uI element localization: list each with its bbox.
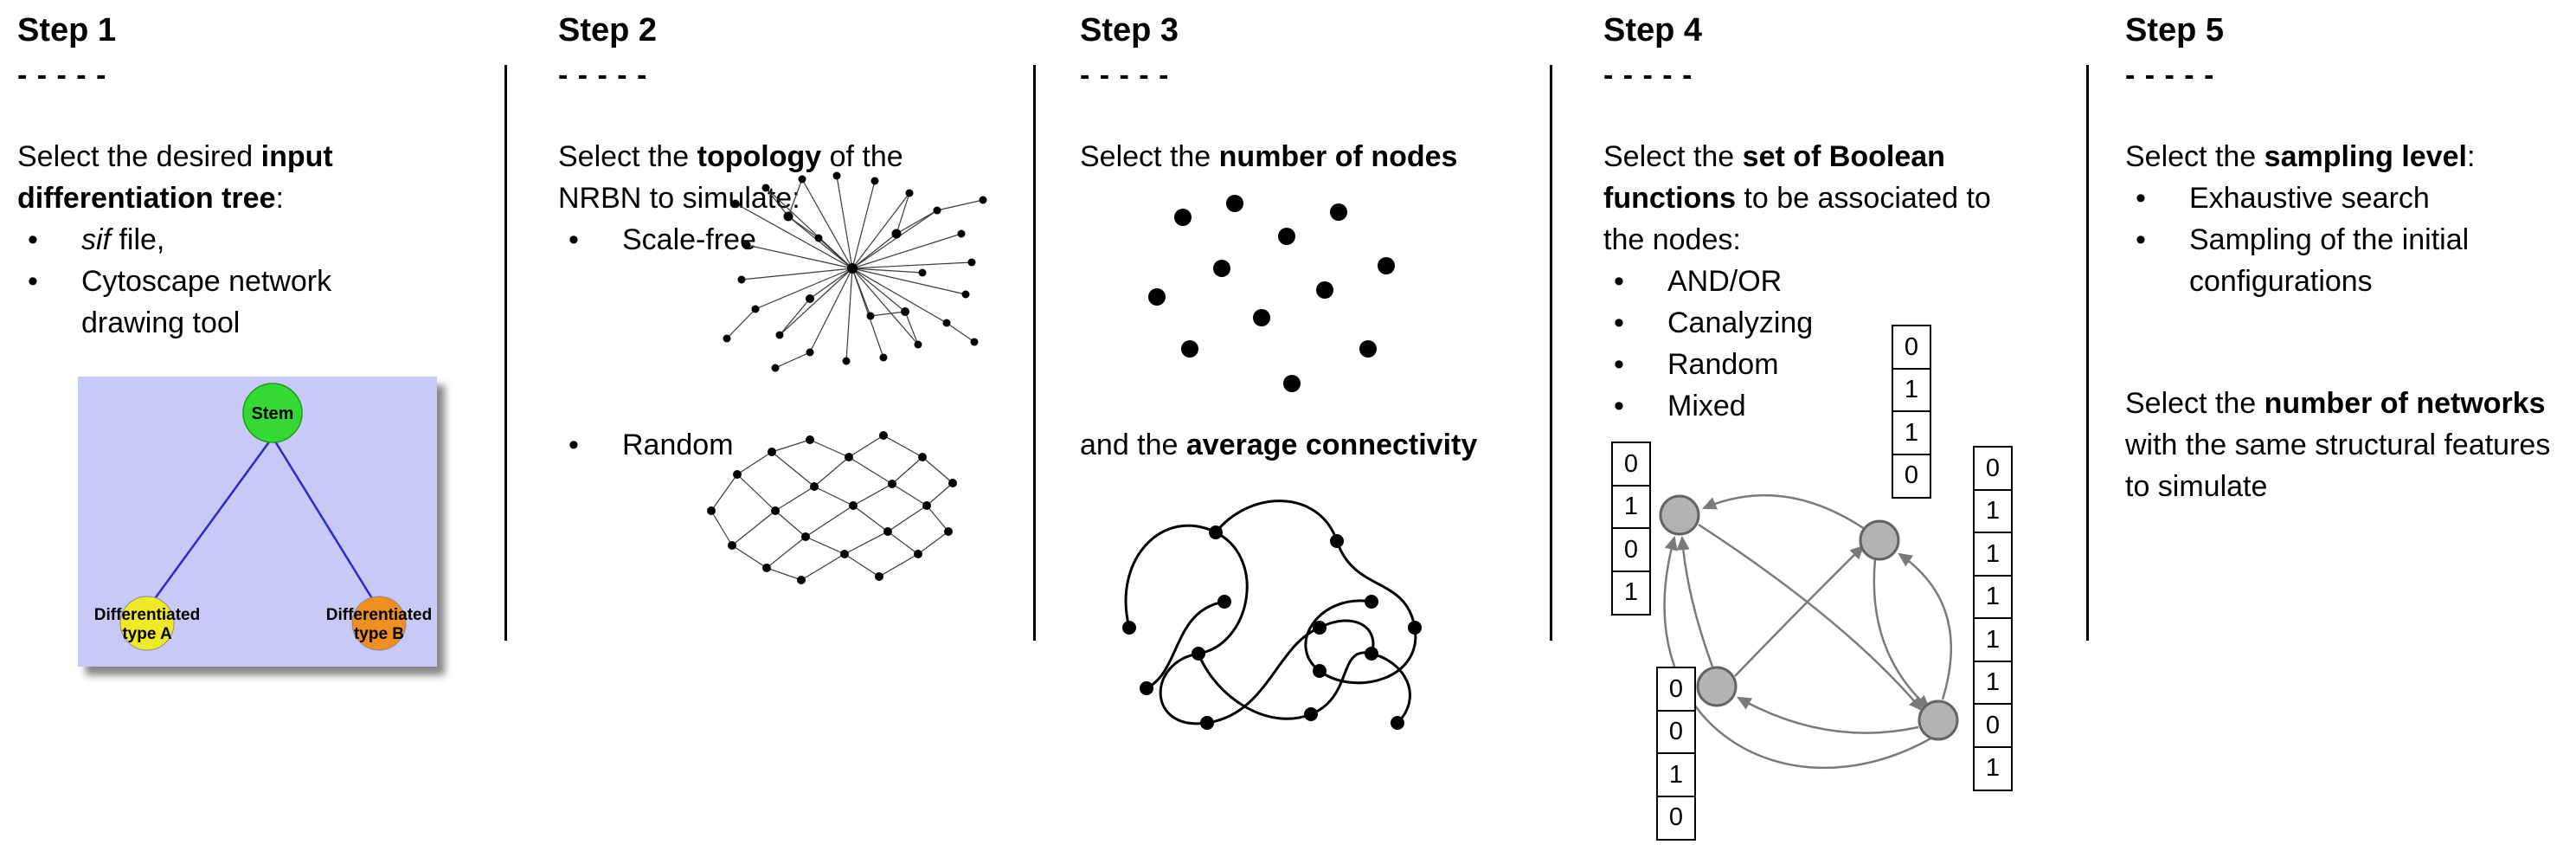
column-divider bbox=[1550, 65, 1552, 641]
truth-cell: 0 bbox=[1656, 709, 1696, 755]
differentiated-type-b-node bbox=[351, 596, 407, 651]
step-4-dashes: - - - - - bbox=[1603, 58, 1693, 92]
type-b-label-line1: Differentiated bbox=[326, 606, 432, 624]
truth-cell: 0 bbox=[1611, 442, 1651, 487]
boolean-node bbox=[1859, 519, 1900, 561]
truth-cell: 1 bbox=[1892, 410, 1931, 455]
boolean-network-svg bbox=[1659, 493, 1959, 770]
truth-cell: 1 bbox=[1973, 660, 2013, 706]
type-a-label-line1: Differentiated bbox=[94, 606, 200, 624]
step-3-lead: Select the number of nodes bbox=[1080, 139, 1458, 173]
differentiation-tree-image: Stem Differentiated type A Differentiate… bbox=[78, 377, 437, 667]
step-2-title: Step 2 bbox=[558, 12, 658, 48]
average-connectivity-graphic bbox=[1122, 500, 1422, 730]
step-2-column: Step 2 - - - - - Select the topology of … bbox=[558, 12, 1021, 466]
truth-table-right: 0 1 1 1 1 1 0 1 bbox=[1973, 446, 2013, 791]
differentiation-tree-svg: Stem Differentiated type A Differentiate… bbox=[94, 383, 432, 651]
step-5-column: Step 5 - - - - - Select the sampling lev… bbox=[2125, 12, 2562, 507]
random-network-graphic bbox=[707, 431, 957, 584]
step-5-title: Step 5 bbox=[2125, 12, 2225, 48]
truth-cell: 0 bbox=[1973, 703, 2013, 748]
truth-cell: 0 bbox=[1973, 446, 2013, 491]
step-5-bullet-exhaustive: Exhaustive search bbox=[2125, 177, 2562, 219]
truth-cell: 1 bbox=[1973, 532, 2013, 577]
step-5-dashes: - - - - - bbox=[2125, 58, 2215, 92]
boolean-node bbox=[1659, 494, 1700, 536]
step-4-bullet-and-or: AND/OR bbox=[1603, 261, 2075, 302]
step-1-column: Step 1 - - - - - Select the desired inpu… bbox=[17, 12, 450, 344]
truth-cell: 1 bbox=[1973, 617, 2013, 662]
truth-table-top: 0 1 1 0 bbox=[1892, 325, 1931, 499]
column-divider bbox=[1033, 65, 1036, 641]
column-divider bbox=[2086, 65, 2089, 641]
truth-cell: 1 bbox=[1656, 752, 1696, 797]
differentiated-type-a-node bbox=[119, 596, 175, 651]
column-divider bbox=[504, 65, 507, 641]
step-3-title: Step 3 bbox=[1080, 12, 1179, 48]
step-1-lead: Select the desired input differentiation… bbox=[17, 139, 333, 215]
boolean-node bbox=[1918, 699, 1959, 741]
step-2-dashes: - - - - - bbox=[558, 58, 648, 92]
step-1-dashes: - - - - - bbox=[17, 58, 107, 92]
step-5-networks-text: Select the number of networks with the s… bbox=[2125, 386, 2551, 503]
step-1-title: Step 1 bbox=[17, 12, 117, 48]
step-2-lead: Select the topology of the NRBN to simul… bbox=[558, 139, 903, 215]
scale-free-network-graphic bbox=[723, 171, 987, 372]
truth-cell: 1 bbox=[1611, 484, 1651, 530]
step-4-bullet-random: Random bbox=[1603, 344, 2075, 385]
truth-cell: 0 bbox=[1892, 453, 1931, 499]
step-4-lead: Select the set of Boolean functions to b… bbox=[1603, 139, 1991, 256]
truth-table-left: 0 1 0 1 bbox=[1611, 442, 1651, 616]
step-4-bullet-mixed: Mixed bbox=[1603, 385, 2075, 427]
type-a-label-line2: type A bbox=[122, 625, 172, 643]
truth-cell: 1 bbox=[1973, 745, 2013, 791]
truth-table-bottom: 0 0 1 0 bbox=[1656, 667, 1696, 841]
truth-cell: 0 bbox=[1892, 325, 1931, 370]
truth-cell: 1 bbox=[1973, 488, 2013, 534]
step-5-bullet-sampling: Sampling of the initial configurations bbox=[2125, 219, 2562, 302]
step-2-bullet-scale-free: Scale-free bbox=[558, 219, 1021, 261]
boolean-functions-graphic: 0 1 1 0 0 1 0 1 0 0 1 0 0 1 1 1 1 1 0 1 bbox=[1605, 319, 2020, 851]
step-4-title: Step 4 bbox=[1603, 12, 1703, 48]
step-3-column: Step 3 - - - - - Select the number of no… bbox=[1080, 12, 1564, 466]
step-3-connectivity-text: and the average connectivity bbox=[1080, 428, 1478, 461]
truth-cell: 1 bbox=[1892, 367, 1931, 413]
nodes-dots-graphic bbox=[1148, 195, 1395, 392]
step-2-bullet-random: Random bbox=[558, 424, 1021, 466]
step-1-bullet-sif-file: sif file, bbox=[17, 219, 450, 261]
truth-cell: 1 bbox=[1611, 570, 1651, 616]
truth-cell: 1 bbox=[1973, 574, 2013, 620]
tree-edges bbox=[147, 436, 379, 608]
step-5-lead: Select the sampling level: bbox=[2125, 139, 2476, 173]
step-4-column: Step 4 - - - - - Select the set of Boole… bbox=[1603, 12, 2075, 427]
step-4-bullet-canalyzing: Canalyzing bbox=[1603, 302, 2075, 344]
type-b-label-line2: type B bbox=[354, 625, 404, 643]
step-3-dashes: - - - - - bbox=[1080, 58, 1170, 92]
truth-cell: 0 bbox=[1611, 527, 1651, 572]
truth-cell: 0 bbox=[1656, 795, 1696, 841]
boolean-node bbox=[1696, 666, 1738, 707]
stem-node-label: Stem bbox=[252, 404, 294, 423]
step-1-bullet-cytoscape: Cytoscape network drawing tool bbox=[17, 261, 450, 344]
stem-node bbox=[242, 383, 303, 443]
truth-cell: 0 bbox=[1656, 667, 1696, 712]
